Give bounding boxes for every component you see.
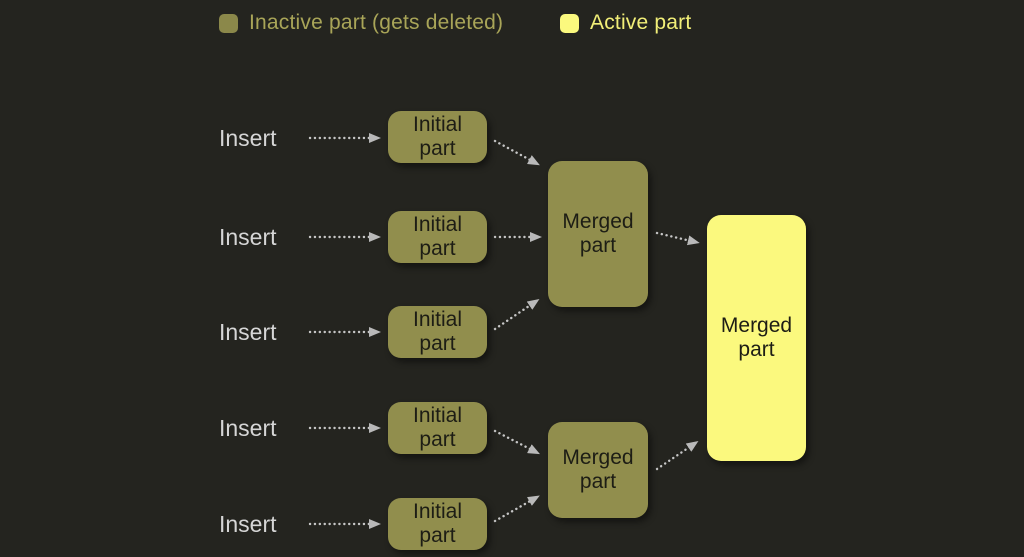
arrow-initial3-merged1 — [493, 298, 540, 331]
arrow-merged1-final — [655, 231, 700, 246]
merged-part-active-label: Merged part — [720, 314, 793, 361]
initial-part-label: Initial part — [412, 500, 463, 547]
initial-part-label: Initial part — [412, 213, 463, 260]
initial-part-box-3: Initial part — [388, 306, 487, 358]
insert-label-5: Insert — [219, 511, 277, 537]
initial-part-label: Initial part — [412, 308, 463, 355]
legend-item-active: Active part — [560, 10, 691, 36]
active-part-swatch-icon — [560, 13, 579, 33]
merged-part-label: Merged part — [562, 446, 634, 493]
initial-part-box-4: Initial part — [388, 402, 487, 454]
initial-part-box-1: Initial part — [388, 111, 487, 163]
legend-inactive-label: Inactive part (gets deleted) — [249, 11, 504, 34]
initial-part-label: Initial part — [412, 113, 463, 160]
merged-part-box-2: Merged part — [548, 422, 648, 518]
legend-active-label: Active part — [590, 11, 692, 34]
insert-label-4: Insert — [219, 415, 277, 441]
arrow-initial4-merged2 — [493, 429, 541, 455]
merged-part-box-1: Merged part — [548, 161, 648, 307]
insert-label-3: Insert — [219, 319, 277, 345]
inactive-part-swatch-icon — [219, 13, 238, 33]
merged-part-box-active: Merged part — [707, 215, 806, 461]
initial-part-box-5: Initial part — [388, 498, 487, 550]
insert-label-1: Insert — [219, 125, 277, 151]
initial-part-label: Initial part — [412, 404, 463, 451]
legend-item-inactive: Inactive part (gets deleted) — [219, 10, 503, 36]
arrow-initial1-merged1 — [493, 139, 540, 166]
arrow-merged2-final — [655, 440, 699, 471]
insert-label-2: Insert — [219, 224, 277, 250]
arrow-initial5-merged2 — [493, 495, 540, 523]
initial-part-box-2: Initial part — [388, 211, 487, 263]
merged-part-label: Merged part — [562, 210, 634, 257]
